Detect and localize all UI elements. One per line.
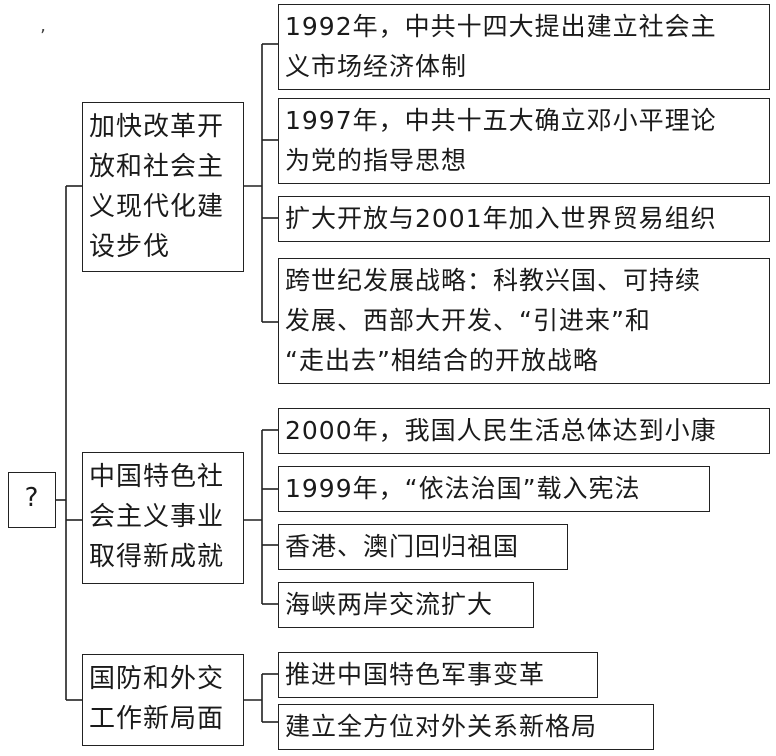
leaf-node: 2000年，我国人民生活总体达到小康 [278, 408, 770, 454]
root-label: ? [24, 483, 40, 513]
leaf-node: 推进中国特色军事变革 [278, 652, 598, 698]
leaf-node: 跨世纪发展战略：科教兴国、可持续 发展、西部大开发、“引进来”和 “走出去”相结… [278, 258, 770, 384]
branch-label-line: 放和社会主 [89, 152, 225, 182]
branch-label-line: 加快改革开 [89, 112, 225, 142]
branch-label-line: 义现代化建 [89, 192, 225, 222]
branch-node-defense-diplomacy: 国防和外交 工作新局面 [82, 654, 244, 746]
leaf-line: 义市场经济体制 [285, 52, 468, 81]
branch-label-line: 工作新局面 [89, 704, 225, 734]
leaf-line: 海峡两岸交流扩大 [285, 590, 494, 619]
stray-mark: ’ [40, 26, 46, 47]
root-node: ? [8, 472, 56, 528]
leaf-node: 1999年，“依法治国”载入宪法 [278, 466, 710, 512]
leaf-line: 跨世纪发展战略：科教兴国、可持续 [285, 266, 702, 295]
leaf-node: 海峡两岸交流扩大 [278, 582, 534, 628]
leaf-node: 1997年，中共十五大确立邓小平理论 为党的指导思想 [278, 98, 770, 184]
leaf-line: 建立全方位对外关系新格局 [285, 712, 598, 741]
leaf-node: 建立全方位对外关系新格局 [278, 704, 654, 750]
leaf-line: 1992年，中共十四大提出建立社会主 [285, 12, 717, 41]
leaf-line: 扩大开放与2001年加入世界贸易组织 [285, 204, 717, 233]
leaf-line: 2000年，我国人民生活总体达到小康 [285, 416, 717, 445]
branch-label-line: 取得新成就 [89, 542, 225, 572]
leaf-node: 扩大开放与2001年加入世界贸易组织 [278, 196, 770, 242]
leaf-line: 为党的指导思想 [285, 146, 468, 175]
leaf-line: 推进中国特色军事变革 [285, 660, 546, 689]
branch-node-reform: 加快改革开 放和社会主 义现代化建 设步伐 [82, 102, 244, 272]
leaf-node: 1992年，中共十四大提出建立社会主 义市场经济体制 [278, 4, 770, 90]
leaf-line: “走出去”相结合的开放战略 [285, 346, 599, 375]
leaf-line: 发展、西部大开发、“引进来”和 [285, 306, 651, 335]
branch-label-line: 设步伐 [89, 232, 171, 262]
branch-label-line: 中国特色社 [89, 462, 225, 492]
leaf-line: 香港、澳门回归祖国 [285, 532, 520, 561]
leaf-line: 1999年，“依法治国”载入宪法 [285, 474, 641, 503]
leaf-line: 1997年，中共十五大确立邓小平理论 [285, 106, 717, 135]
branch-label-line: 国防和外交 [89, 664, 225, 694]
branch-label-line: 会主义事业 [89, 502, 225, 532]
branch-node-achievements: 中国特色社 会主义事业 取得新成就 [82, 452, 244, 584]
leaf-node: 香港、澳门回归祖国 [278, 524, 568, 570]
